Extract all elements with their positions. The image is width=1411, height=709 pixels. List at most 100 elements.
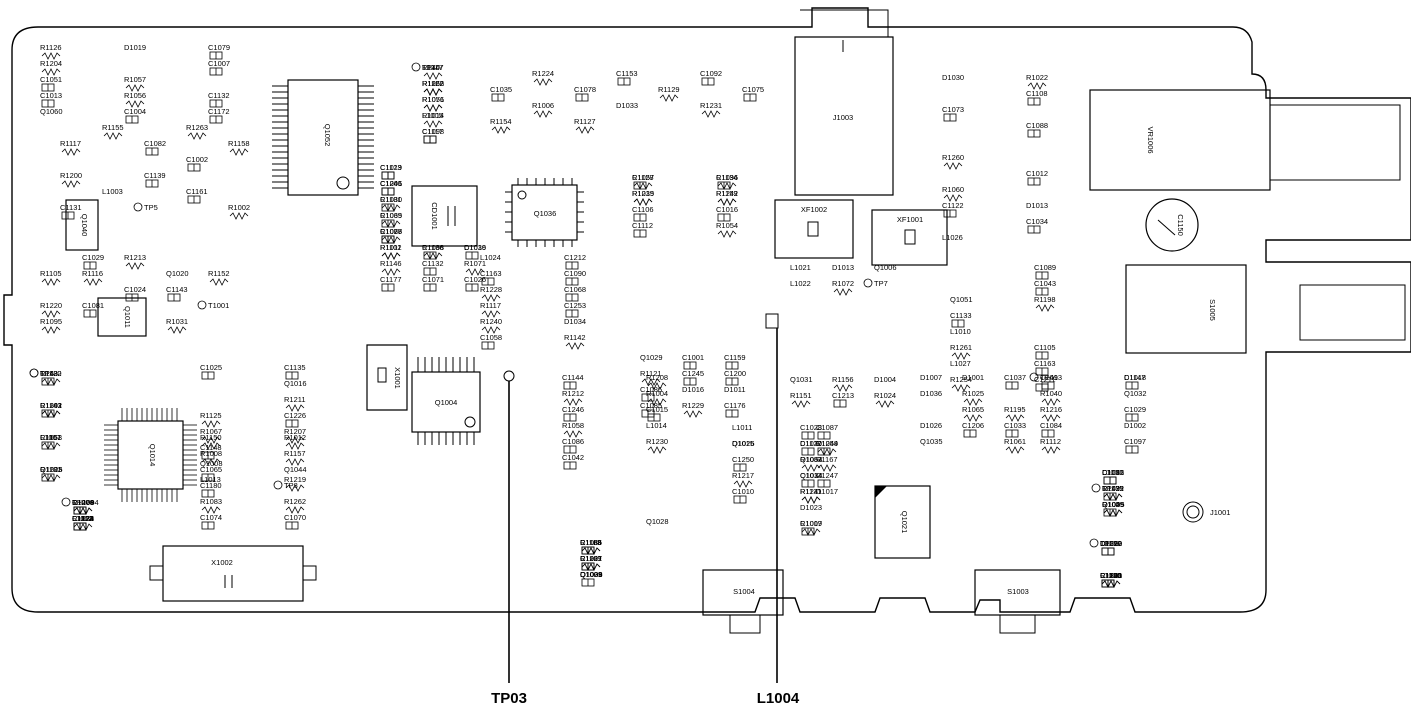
part-label: R1254 xyxy=(950,375,972,384)
part-label: R1147 xyxy=(422,63,444,72)
part-label: C1122 xyxy=(942,201,964,210)
resistor-glyph xyxy=(733,480,753,488)
part-label: R1029 xyxy=(1102,500,1124,509)
part-label: C1106 xyxy=(632,205,654,214)
resistor-glyph xyxy=(701,110,721,118)
part-label: R1051 xyxy=(422,95,444,104)
part-label: C1060 xyxy=(1100,539,1122,548)
part-label: R1067 xyxy=(200,427,222,436)
part-label: R1117 xyxy=(480,301,501,310)
part-label: Q1025 xyxy=(40,465,63,474)
part-label: C1014 xyxy=(800,471,822,480)
connector-j1003: J1003 xyxy=(794,9,894,196)
part-label: C1003 xyxy=(1100,571,1122,580)
part-label: L1027 xyxy=(950,359,971,368)
part-label: C1021 xyxy=(580,554,602,563)
part-label: C1144 xyxy=(562,373,584,382)
switch-s1003: S1003 xyxy=(974,569,1061,634)
part-label: C1074 xyxy=(200,513,222,522)
resistor-glyph xyxy=(1103,493,1123,501)
part-label: C1002 xyxy=(186,155,208,164)
test-point-glyph xyxy=(1091,483,1101,493)
part-label: R1055 xyxy=(1102,500,1124,509)
resistor-glyph xyxy=(683,410,703,418)
part-label: C1012 xyxy=(1026,169,1048,178)
part-label: C1079 xyxy=(208,43,230,52)
resistor-glyph xyxy=(1005,446,1025,454)
part-label: C1203 xyxy=(72,498,94,507)
crystal-x1001: X1001 xyxy=(366,344,408,411)
part-label: R1154 xyxy=(490,117,512,126)
part-label: C1063 xyxy=(72,498,94,507)
part-label: R1039 xyxy=(380,211,402,220)
part-label: R1092 xyxy=(1102,484,1124,493)
ic-q1021: Q1021 xyxy=(874,485,931,559)
part-label: TP6 xyxy=(40,369,54,378)
callout-tp03: TP03 xyxy=(491,370,527,707)
part-label: C1136 xyxy=(422,243,444,252)
part-label: C1093 xyxy=(1040,373,1062,382)
part-label: C1071 xyxy=(422,275,444,284)
part-label: L1005 xyxy=(422,111,443,120)
part-label: R1262 xyxy=(284,497,306,506)
svg-text:Q1021: Q1021 xyxy=(900,511,909,534)
part-label: R1198 xyxy=(1034,295,1056,304)
part-label: R1008 xyxy=(200,449,222,458)
part-label: C1001 xyxy=(682,353,704,362)
part-label: R1263 xyxy=(186,123,208,132)
part-label: C1004 xyxy=(124,107,146,116)
resistor-glyph xyxy=(285,404,305,412)
part-label: R1072 xyxy=(832,279,854,288)
svg-text:S1004: S1004 xyxy=(733,587,755,596)
resistor-glyph xyxy=(1005,414,1025,422)
pcb-board-outline xyxy=(3,7,1411,613)
resistor-glyph xyxy=(801,464,821,472)
resistor-glyph xyxy=(201,506,221,514)
part-label: R1127 xyxy=(574,117,596,126)
part-label: R1061 xyxy=(1004,437,1026,446)
ic-q1014: Q1014 xyxy=(104,408,197,502)
part-label: D1013 xyxy=(1026,201,1048,210)
resistor-glyph xyxy=(563,398,583,406)
resistor-glyph xyxy=(1103,509,1123,517)
part-label: C1073 xyxy=(942,105,964,114)
part-label: R1014 xyxy=(422,111,444,120)
part-label: R1204 xyxy=(40,59,62,68)
part-label: R1057 xyxy=(124,75,146,84)
part-label: Q1044 xyxy=(284,465,307,474)
part-label: R1240 xyxy=(480,317,502,326)
part-label: C1029 xyxy=(82,253,104,262)
part-label: R1216 xyxy=(1040,405,1062,414)
resistor-glyph xyxy=(481,294,501,302)
part-label: D1016 xyxy=(682,385,704,394)
part-label: R1207 xyxy=(284,427,306,436)
part-label: R1157 xyxy=(284,449,306,458)
svg-text:VR1006: VR1006 xyxy=(1146,126,1155,153)
part-label: R1150 xyxy=(200,433,222,442)
resistor-glyph xyxy=(875,400,895,408)
part-label: D1022 xyxy=(1100,539,1122,548)
part-label: C1200 xyxy=(724,369,746,378)
part-label: D1013 xyxy=(832,263,854,272)
svg-text:XF1002: XF1002 xyxy=(801,205,827,214)
part-label: R1195 xyxy=(1004,405,1026,414)
test-point-glyph xyxy=(29,368,39,378)
resistor-glyph xyxy=(167,326,187,334)
part-label: C1020 xyxy=(1100,539,1122,548)
part-label: C1172 xyxy=(208,107,230,116)
part-label: R1163 xyxy=(580,538,602,547)
part-label: C1098 xyxy=(422,127,444,136)
resistor-glyph xyxy=(41,442,61,450)
resistor-glyph xyxy=(201,420,221,428)
resistor-glyph xyxy=(285,484,305,492)
part-label: C1148 xyxy=(200,443,222,452)
part-label: C1169 xyxy=(580,554,602,563)
svg-text:XF1001: XF1001 xyxy=(897,215,923,224)
part-label: C1105 xyxy=(1034,343,1056,352)
part-label: C1051 xyxy=(40,75,62,84)
part-label: R1231 xyxy=(700,101,722,110)
resistor-glyph xyxy=(423,120,443,128)
part-label: C1202 xyxy=(40,401,62,410)
part-label: R1024 xyxy=(874,391,896,400)
resistor-glyph xyxy=(581,563,601,571)
